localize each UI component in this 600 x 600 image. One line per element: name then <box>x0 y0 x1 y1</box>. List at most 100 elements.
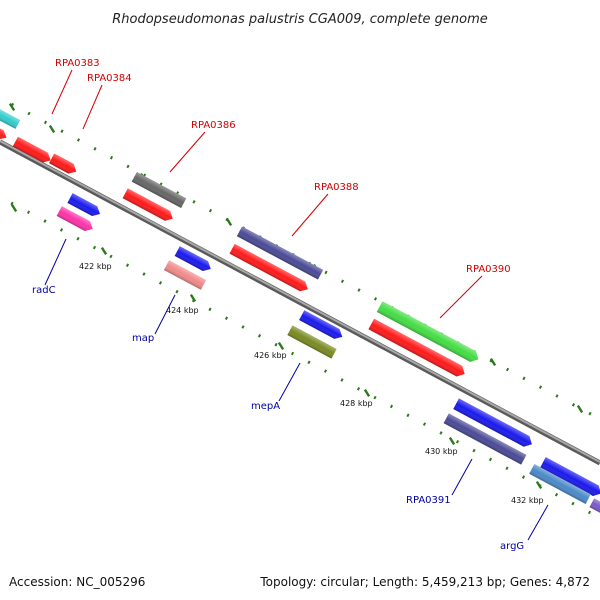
leader-line <box>169 131 206 173</box>
scale-tick-rows <box>8 102 592 515</box>
gene-feature-blue[interactable] <box>174 246 214 274</box>
gene-feature-green[interactable] <box>376 301 481 364</box>
leader-line <box>82 84 103 130</box>
scale-tick-mark <box>192 199 196 204</box>
gene-label-rpa0383[interactable]: RPA0383 <box>55 58 100 69</box>
scale-tick-mark <box>208 208 213 213</box>
scale-tick-mark <box>241 325 245 329</box>
leader-line <box>291 193 329 237</box>
leader-line <box>527 504 549 541</box>
scale-tick-mark <box>60 129 64 133</box>
scale-tick-mark <box>356 387 361 391</box>
gene-feature-blue[interactable] <box>453 398 534 449</box>
genome-backbone <box>0 139 600 466</box>
scale-tick-mark <box>505 367 510 372</box>
scale-tick-mark <box>340 279 345 284</box>
scale-tick-mark <box>324 270 328 275</box>
leader-line <box>51 69 73 115</box>
scale-major-tick <box>48 124 56 134</box>
gene-label-rpa0388[interactable]: RPA0388 <box>314 182 359 193</box>
scale-tick-mark <box>43 120 48 125</box>
gene-feature-cyan[interactable] <box>0 103 21 129</box>
label-leader-lines <box>44 69 549 541</box>
gene-feature-gray[interactable] <box>131 171 187 209</box>
scale-major-tick <box>448 436 456 446</box>
gene-feature-red[interactable] <box>229 243 310 294</box>
gene-label-radc[interactable]: radC <box>32 285 56 296</box>
gene-label-mepa[interactable]: mepA <box>251 401 280 412</box>
scale-major-tick <box>489 357 497 367</box>
tick-label-428: 428 kbp <box>340 399 373 408</box>
gene-feature-slate[interactable] <box>443 413 527 465</box>
scale-major-tick <box>363 388 371 398</box>
scale-tick-mark <box>43 219 47 223</box>
gene-label-argg[interactable]: argG <box>500 541 524 552</box>
scale-tick-mark <box>92 245 97 250</box>
scale-tick-mark <box>340 378 344 382</box>
scale-tick-mark <box>93 147 97 151</box>
gene-label-rpa0391[interactable]: RPA0391 <box>406 495 451 506</box>
gene-feature-red[interactable] <box>368 318 467 380</box>
scale-tick-mark <box>488 457 493 462</box>
scale-tick-mark <box>26 210 31 215</box>
gene-feature-slate[interactable] <box>236 226 324 280</box>
scale-major-tick <box>277 341 285 351</box>
scale-tick-mark <box>522 376 526 381</box>
scale-tick-mark <box>109 155 114 160</box>
gene-feature-violet[interactable] <box>589 498 600 514</box>
gene-feature-red[interactable] <box>122 188 176 223</box>
gene-label-rpa0386[interactable]: RPA0386 <box>191 120 236 131</box>
scale-tick-mark <box>373 395 377 400</box>
tick-label-422: 422 kbp <box>79 262 112 271</box>
gene-feature-red[interactable] <box>0 121 9 142</box>
scale-tick-mark <box>307 360 311 365</box>
genome-summary-text: Topology: circular; Length: 5,459,213 bp… <box>259 575 590 589</box>
scale-tick-mark <box>274 342 278 347</box>
scale-tick-mark <box>373 297 378 301</box>
gene-feature-red[interactable] <box>12 136 53 166</box>
tick-label-432: 432 kbp <box>511 496 544 505</box>
scale-tick-mark <box>555 394 559 398</box>
tick-label-430: 430 kbp <box>425 447 458 456</box>
accession-text: Accession: NC_005296 <box>9 575 145 589</box>
scale-tick-mark <box>109 254 113 259</box>
gene-feature-steel[interactable] <box>529 464 591 504</box>
scale-tick-mark <box>571 403 576 407</box>
gene-labels: RPA0383 RPA0384 RPA0386 RPA0388 RPA0390 … <box>32 58 524 552</box>
scale-major-tick <box>576 404 584 414</box>
gene-feature-blue[interactable] <box>299 310 345 341</box>
scale-tick-mark <box>208 307 212 312</box>
scale-labels: 422 kbp 424 kbp 426 kbp 428 kbp 430 kbp … <box>79 262 544 505</box>
gene-feature-pink[interactable] <box>56 206 96 234</box>
scale-major-tick <box>10 203 18 213</box>
scale-tick-mark <box>175 289 179 294</box>
gene-feature-blue[interactable] <box>540 457 600 499</box>
scale-tick-mark <box>27 111 31 116</box>
scale-tick-mark <box>142 272 146 276</box>
gene-feature-red[interactable] <box>49 153 79 177</box>
scale-tick-mark <box>76 138 81 142</box>
gene-feature-olive[interactable] <box>287 325 337 359</box>
scale-major-tick <box>535 480 543 490</box>
scale-tick-mark <box>455 439 460 444</box>
gene-feature-blue[interactable] <box>67 193 102 219</box>
scale-tick-mark <box>357 288 361 292</box>
leader-line <box>439 275 483 319</box>
scale-major-tick <box>100 246 108 256</box>
leader-line <box>44 238 67 286</box>
scale-tick-mark <box>389 404 394 409</box>
scale-tick-mark <box>472 448 476 453</box>
scale-tick-mark <box>439 431 443 435</box>
scale-tick-mark <box>59 228 64 232</box>
scale-tick-mark <box>422 422 427 426</box>
scale-major-tick <box>189 293 197 303</box>
gene-label-rpa0390[interactable]: RPA0390 <box>466 264 511 275</box>
gene-feature-salmon[interactable] <box>163 260 207 290</box>
scale-tick-mark <box>125 263 130 268</box>
leader-line <box>154 294 176 335</box>
scale-major-tick <box>225 217 233 227</box>
gene-label-map[interactable]: map <box>132 333 154 344</box>
scale-tick-mark <box>554 492 559 497</box>
gene-label-rpa0384[interactable]: RPA0384 <box>87 73 132 84</box>
scale-major-tick <box>8 102 16 112</box>
